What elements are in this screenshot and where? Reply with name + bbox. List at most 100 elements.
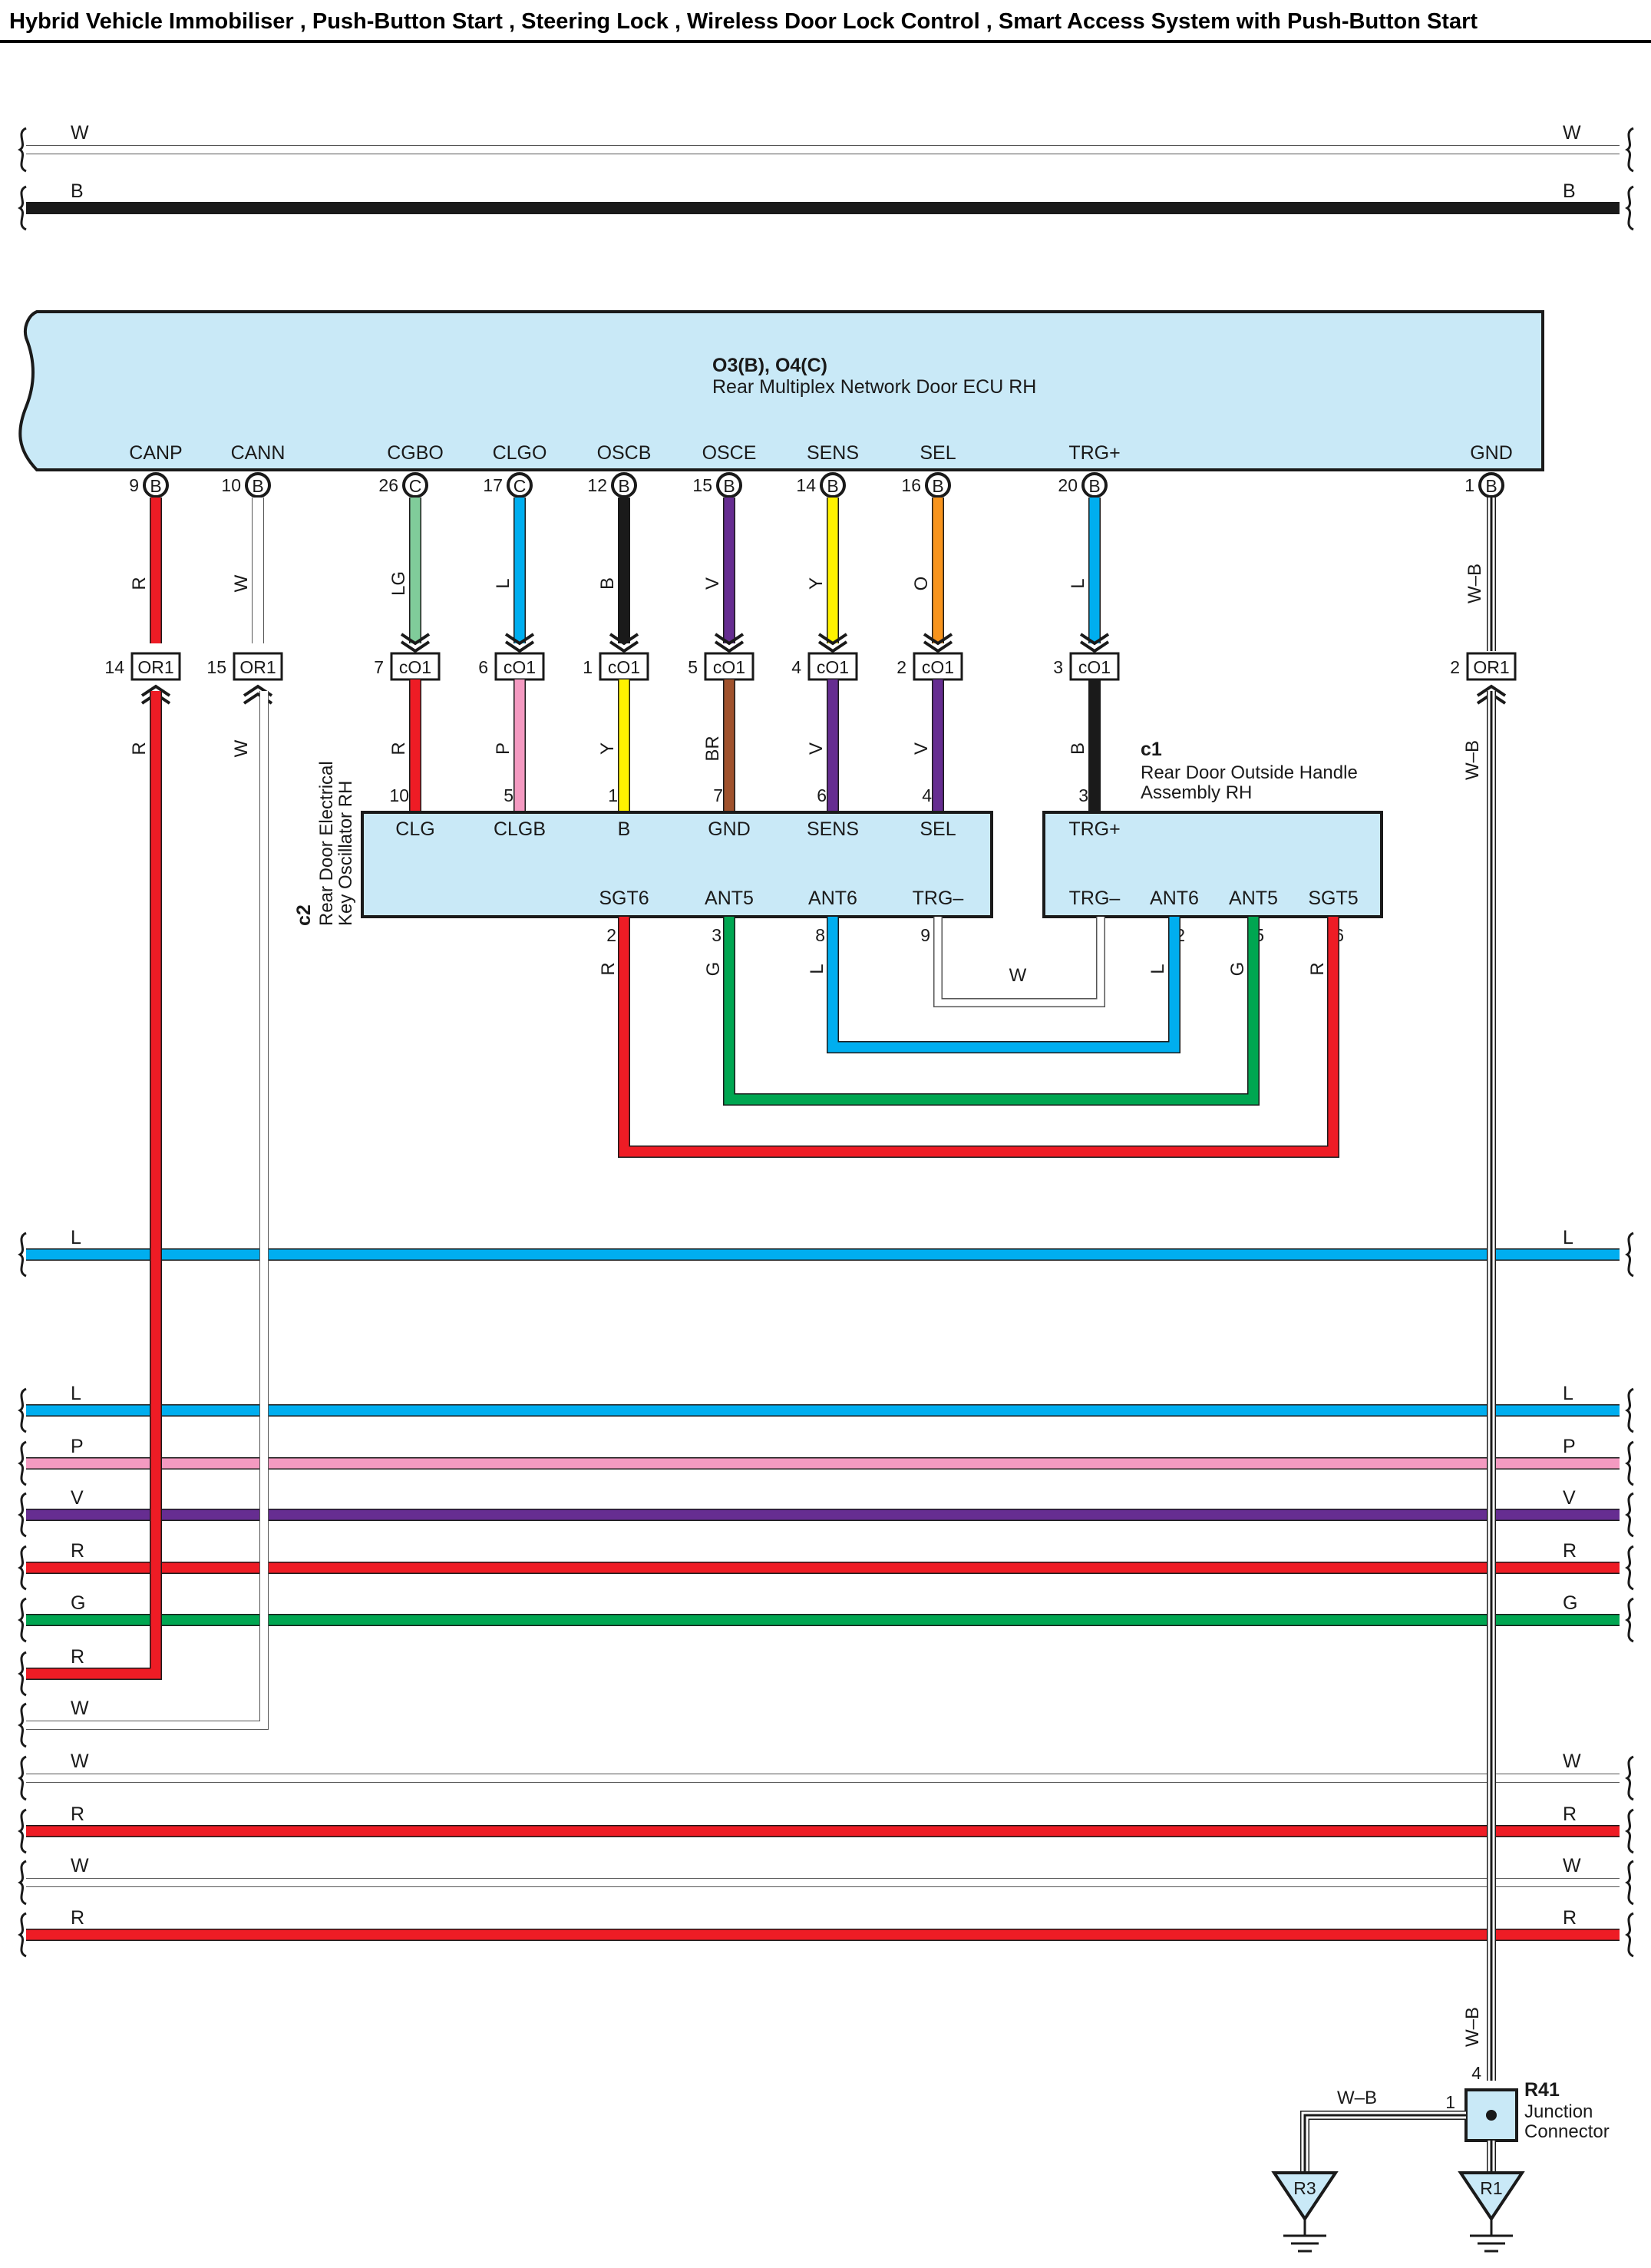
inline-connector-id: cO1 (608, 657, 640, 677)
inline-connector (130, 652, 181, 681)
ground-symbol (1271, 2171, 1339, 2222)
wire-color-label: R (129, 577, 150, 590)
inline-connector-id: OR1 (1473, 657, 1509, 677)
oscillator-terminal-label: SGT6 (599, 888, 649, 909)
ecu-pin-number: 12 (587, 475, 607, 495)
handle-terminal-label: TRG+ (1068, 818, 1120, 840)
wire-color-label: G (1227, 962, 1248, 977)
connector-chevron (714, 640, 745, 653)
wire-break-mark (18, 1440, 27, 1486)
inline-connector-pin: 1 (583, 657, 593, 677)
wire-break-mark (18, 1912, 27, 1958)
oscillator-pin-number: 10 (389, 785, 409, 805)
connector-letter: C (409, 476, 422, 496)
connector-chevron (817, 633, 848, 646)
connector-letter: B (723, 476, 735, 496)
inline-connector-pin: 2 (896, 657, 906, 677)
bus-label-left: R (71, 1803, 84, 1825)
bus-label-left: R (71, 1907, 84, 1929)
wire-break-mark (18, 1492, 27, 1538)
ecu-terminal-label: CGBO (387, 442, 444, 464)
sgt-wire (618, 917, 1339, 1158)
ecu-terminal-label: SENS (807, 442, 859, 464)
oscillator-id: c2 (293, 904, 315, 926)
wire-color-label: G (703, 962, 724, 977)
wire-color-label: BR (702, 736, 723, 761)
bus-label-left: W (71, 1698, 89, 1719)
inline-connector-pin: 6 (478, 657, 488, 677)
wire-color-label: L (493, 578, 513, 588)
wire-break-mark (1625, 185, 1634, 231)
ecu-terminal-label: OSCB (597, 442, 652, 464)
connector-chevron (504, 633, 535, 646)
oscillator-terminal-label: B (618, 818, 631, 840)
wire-color-label: R (388, 742, 409, 755)
inline-connector (1466, 652, 1517, 681)
connector-chevron (1476, 684, 1507, 697)
inline-connector-pin: 5 (688, 657, 698, 677)
wire-break-mark (1625, 1912, 1634, 1958)
wire-color-label: O (911, 577, 932, 591)
wire-color-label: W–B (1464, 564, 1485, 603)
wire-color-label: V (806, 742, 827, 755)
bus-label-left: V (71, 1487, 84, 1509)
connector-letter: B (932, 476, 943, 496)
connector-chevron (609, 633, 639, 646)
connector-chevron (400, 633, 431, 646)
oscillator-pin-number: 8 (815, 925, 825, 945)
oscillator-pin-number: 2 (606, 925, 616, 945)
bus-label-right: B (1563, 180, 1576, 202)
wire-color-label: W–B (1462, 740, 1483, 780)
wire-break-mark (1625, 1387, 1634, 1433)
junction-pin-left: 1 (1445, 2092, 1455, 2112)
inline-connector-pin: 7 (374, 657, 384, 677)
connector-pin-circle (143, 472, 169, 498)
trg-wire (934, 917, 1105, 1007)
connector-chevron (609, 640, 639, 653)
ecu-pin-number: 10 (221, 475, 241, 495)
bus-label-left: R (71, 1540, 84, 1562)
inline-connector (1069, 652, 1120, 681)
wire-break-mark (1625, 1440, 1634, 1486)
wire-color-label: V (911, 742, 932, 755)
junction-dot (1486, 2110, 1497, 2121)
junction-connector-id: R41 (1524, 2079, 1560, 2101)
canp-wire (26, 691, 162, 1680)
oscillator-pin-number: 5 (504, 785, 513, 805)
bus-label-right: R (1563, 1540, 1577, 1562)
oscillator-pin-number: 9 (920, 925, 930, 945)
trg-wire-label: W (1009, 965, 1027, 986)
inline-connector-pin: 2 (1450, 657, 1460, 677)
ecu-pin-number: 26 (378, 475, 398, 495)
connector-letter: B (618, 476, 629, 496)
wire-break-mark (18, 1597, 27, 1643)
connector-pin-circle (1478, 472, 1504, 498)
oscillator-terminal-label: SENS (807, 818, 859, 840)
ground-wire (1300, 2111, 1466, 2173)
wire-color-label: B (597, 577, 618, 590)
connector-letter: B (150, 476, 161, 496)
oscillator-name: Rear Door Electrical (316, 761, 337, 926)
bus-label-left: R (71, 1646, 84, 1668)
wire-color-label: W–B (1462, 2007, 1483, 2047)
connector-pin-circle (820, 472, 846, 498)
junction-connector-name: Connector (1524, 2121, 1610, 2142)
bus-label-left: L (71, 1383, 81, 1404)
wire-break-mark (1625, 1232, 1634, 1278)
bus-label-right: V (1563, 1487, 1576, 1509)
wire-break-mark (1625, 1545, 1634, 1591)
handle-terminal-label: SGT5 (1308, 888, 1358, 909)
handle-box (1042, 811, 1383, 918)
wire-color-label: W (231, 574, 252, 592)
ecu-terminal-label: CLGO (493, 442, 547, 464)
inline-connector-id: cO1 (504, 657, 536, 677)
wire-color-label: L (1068, 578, 1088, 588)
ground-symbol (1458, 2171, 1525, 2222)
oscillator-pin-number: 7 (713, 785, 723, 805)
oscillator-terminal-label: ANT5 (705, 888, 754, 909)
wire-color-label: R (129, 742, 150, 755)
connector-pin-circle (716, 472, 742, 498)
inline-connector-id: cO1 (1078, 657, 1111, 677)
connector-chevron (1079, 633, 1110, 646)
